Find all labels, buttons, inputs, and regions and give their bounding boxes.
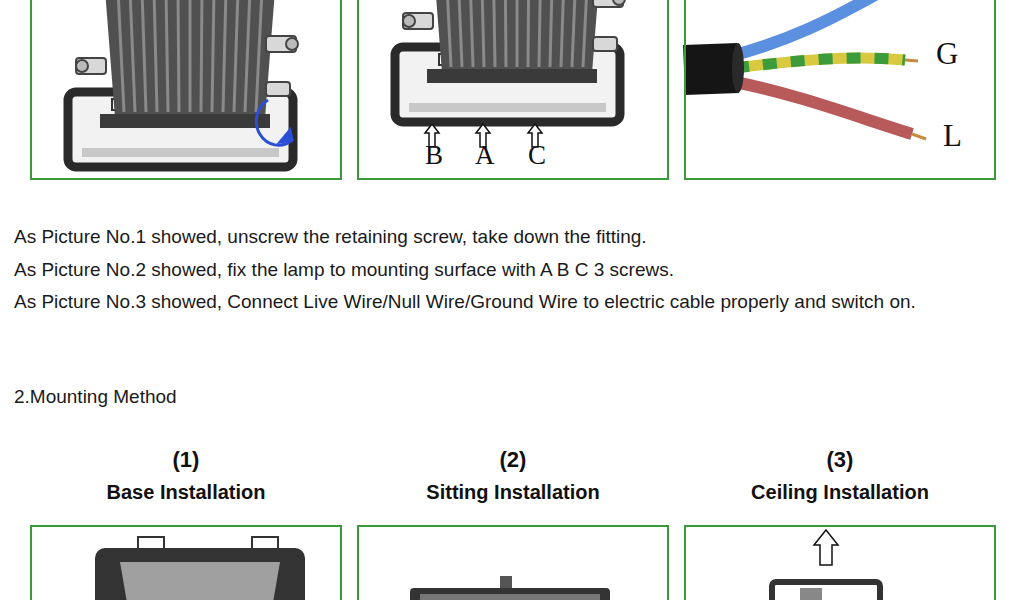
floodlight-front [95, 537, 305, 600]
ceiling-arrow [814, 530, 838, 565]
ceiling-arrow [800, 588, 822, 600]
floodlight-front [120, 562, 280, 600]
cable-wires [735, 82, 912, 134]
panel-border [30, 525, 342, 600]
ceiling-arrow [772, 582, 880, 600]
panel-heading: Ceiling Installation [684, 480, 996, 504]
figure-panel: BAC [357, 0, 669, 180]
floodlight-side [410, 588, 610, 600]
mounting-panel: (3) Ceiling Installation [684, 445, 996, 600]
instruction-text: As Picture No.1 showed, unscrew the reta… [14, 221, 647, 252]
screw-label: A [475, 140, 495, 170]
floodlight-side [420, 594, 600, 600]
rotate-arrow [256, 100, 292, 145]
instruction-text: As Picture No.3 showed, Connect Live Wir… [14, 286, 998, 317]
screw-label: C [528, 140, 546, 170]
panel-border [684, 525, 996, 600]
rotate-arrow [256, 100, 292, 145]
rotate-arrow [280, 130, 292, 142]
cable-wires [684, 0, 926, 139]
screw-label: B [425, 140, 443, 170]
wire-label: G [936, 37, 958, 71]
panel-heading: Base Installation [30, 480, 342, 504]
section-heading: 2.Mounting Method [14, 381, 177, 412]
cable-wires [735, 58, 905, 68]
floodlight-front [95, 548, 305, 600]
figure-panel: GL [684, 0, 996, 180]
step-number: (1) [30, 447, 342, 473]
wire-label: L [943, 119, 962, 153]
panel-heading: Sitting Installation [357, 480, 669, 504]
panel-border [31, 0, 341, 179]
ceiling-arrow [772, 530, 880, 600]
floodlight-back [68, 0, 298, 167]
mounting-panel: (1) Base Installation [30, 445, 342, 600]
cable-wires [735, 0, 875, 55]
step-number: (2) [357, 447, 669, 473]
floodlight-back [395, 0, 625, 122]
floodlight-side [410, 576, 610, 600]
panel-border [357, 525, 669, 600]
floodlight-side [500, 576, 512, 588]
cable-wires [732, 43, 744, 93]
step-number: (3) [684, 447, 996, 473]
cable-wires [735, 58, 905, 68]
cable-wires [912, 134, 926, 139]
mounting-panel: (2) Sitting Installation [357, 445, 669, 600]
cable-wires [905, 60, 918, 61]
cable-wires [684, 68, 738, 70]
instruction-text: As Picture No.2 showed, fix the lamp to … [14, 254, 674, 285]
